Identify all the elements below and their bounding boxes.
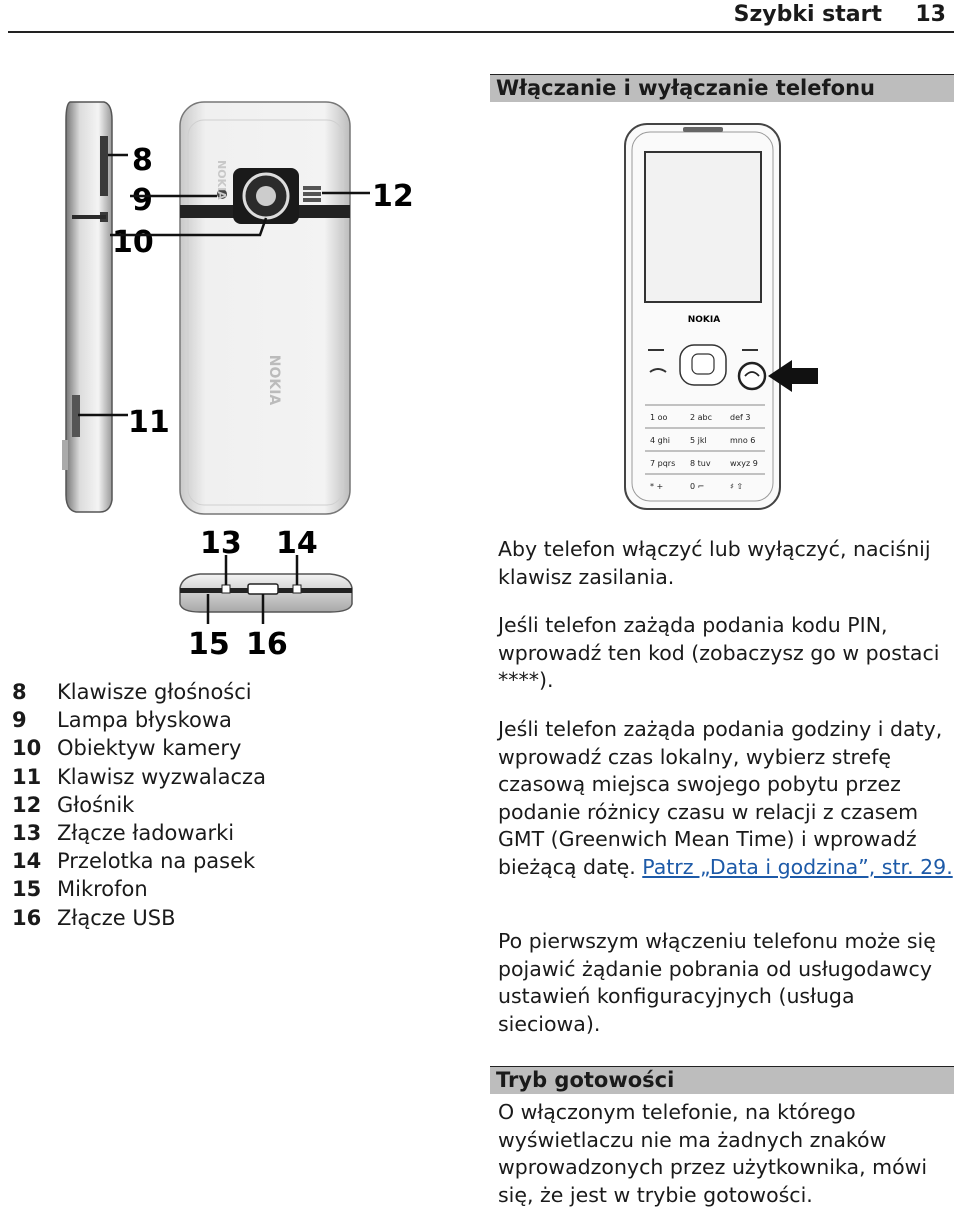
legend-label: Złącze USB: [57, 905, 176, 930]
legend-number: 14: [12, 849, 42, 874]
legend-label: Mikrofon: [57, 877, 148, 902]
callout-8: 8: [132, 143, 153, 178]
callout-11: 11: [128, 405, 170, 440]
arrow-icon: [768, 360, 818, 392]
legend-number: 15: [12, 877, 42, 902]
paragraph-config: Po pierwszym włączeniu telefonu może się…: [498, 929, 936, 1036]
legend-number: 10: [12, 736, 42, 761]
legend-number: 16: [12, 905, 42, 930]
legend-number: 8: [12, 680, 27, 704]
key-7: 7 pqrs: [650, 459, 675, 468]
phone-back-view: NOKIA NOKIA 12: [110, 101, 414, 515]
key-0: 0 ⌐: [690, 482, 705, 491]
power-key-icon: [737, 361, 767, 391]
key-9: wxyz 9: [730, 459, 758, 468]
phone-illustration: 8 9 10 11 NOKIA NOKIA 12 13 14 15 1: [62, 101, 818, 662]
legend-label: Klawisze głośności: [57, 680, 252, 704]
front-brand-logo: NOKIA: [688, 315, 721, 325]
legend-item: 14 Przelotka na pasek: [12, 847, 266, 875]
back-brand-logo: NOKIA: [266, 355, 282, 406]
back-small-logo: NOKIA: [215, 160, 228, 200]
key-2: 2 abc: [690, 413, 712, 422]
paragraph-standby: O włączonym telefonie, na którego wyświe…: [498, 1100, 928, 1207]
parts-legend: 8 Klawisze głośności 9 Lampa błyskowa 10 Ob…: [12, 678, 266, 932]
callout-9: 9: [132, 183, 153, 218]
key-8: 8 tuv: [690, 459, 711, 468]
key-1: 1 oo: [650, 413, 668, 422]
key-5: 5 jkl: [690, 436, 707, 445]
legend-item: 9 Lampa błyskowa: [12, 706, 266, 734]
date-time-link[interactable]: Patrz „Data i godzina”, str. 29.: [642, 854, 953, 879]
callout-15: 15: [188, 627, 230, 662]
paragraph-date-time-text: Jeśli telefon zażąda podania godziny i d…: [498, 717, 943, 879]
callout-10: 10: [112, 225, 154, 260]
key-6: mno 6: [730, 436, 755, 445]
paragraph-date-time: Jeśli telefon zażąda podania godziny i d…: [498, 716, 954, 881]
callout-12: 12: [372, 179, 414, 214]
paragraph-pin: Jeśli telefon zażąda podania kodu PIN, w…: [498, 613, 940, 692]
page-number: 13: [915, 2, 946, 27]
legend-item: 15 Mikrofon: [12, 875, 266, 903]
callout-13: 13: [200, 526, 242, 561]
legend-label: Obiektyw kamery: [57, 736, 242, 761]
key-hash: ♯ ⇧: [730, 482, 743, 491]
key-star: * +: [650, 482, 663, 491]
legend-number: 13: [12, 821, 42, 846]
legend-label: Klawisz wyzwalacza: [57, 764, 266, 789]
phone-side-view: 8 9 10 11: [62, 101, 170, 513]
legend-label: Głośnik: [57, 792, 135, 817]
header-rule: [8, 31, 954, 33]
section-heading-standby: Tryb gotowości: [490, 1066, 954, 1094]
legend-item: 12 Głośnik: [12, 791, 266, 819]
paragraph-power-key: Aby telefon włączyć lub wyłączyć, naciśn…: [498, 537, 931, 589]
legend-label: Złącze ładowarki: [57, 821, 235, 846]
legend-number: 11: [12, 764, 42, 789]
legend-item: 13 Złącze ładowarki: [12, 819, 266, 847]
key-4: 4 ghi: [650, 436, 670, 445]
legend-number: 9: [12, 708, 27, 733]
legend-item: 16 Złącze USB: [12, 904, 266, 932]
legend-label: Lampa błyskowa: [57, 708, 232, 733]
phone-front-view: NOKIA 1 oo 2 abc def 3 4 ghi 5 jkl mno 6…: [624, 123, 818, 510]
key-3: def 3: [730, 413, 750, 422]
legend-item: 8 Klawisze głośności: [12, 678, 266, 706]
running-header-title: Szybki start: [733, 2, 882, 27]
legend-item: 10 Obiektyw kamery: [12, 734, 266, 762]
legend-number: 12: [12, 792, 42, 817]
legend-label: Przelotka na pasek: [57, 849, 256, 874]
legend-item: 11 Klawisz wyzwalacza: [12, 763, 266, 791]
callout-16: 16: [246, 627, 288, 662]
phone-bottom-view: 13 14 15 16: [179, 526, 353, 662]
section-heading-power: Włączanie i wyłączanie telefonu: [490, 74, 954, 102]
